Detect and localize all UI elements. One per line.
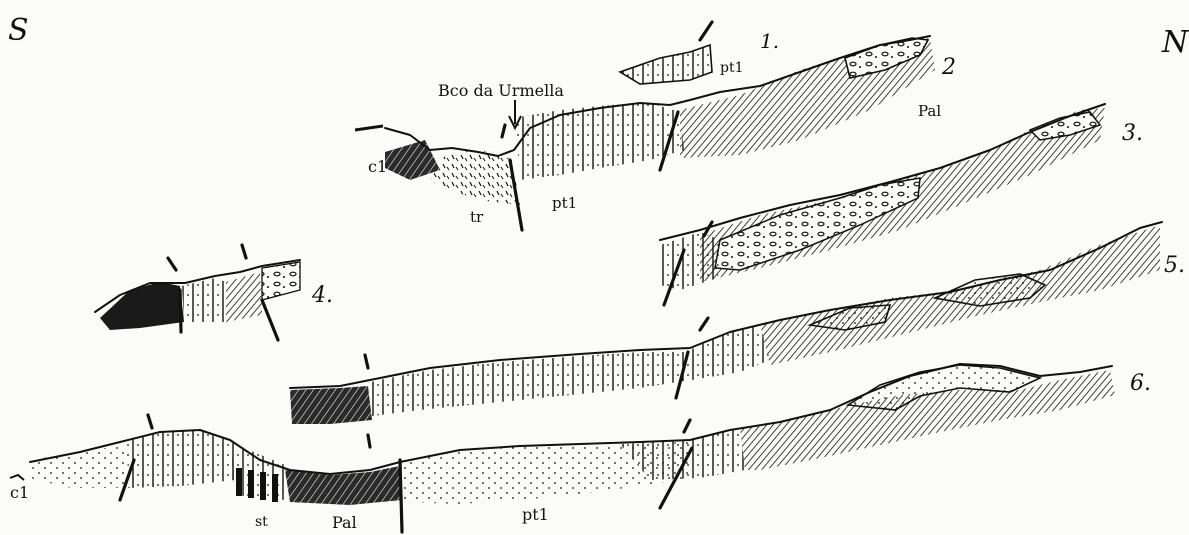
profile-5-transition	[690, 325, 770, 380]
profile-6-fault-d	[368, 435, 370, 447]
profile-1-unit-pt1: pt1	[720, 60, 744, 76]
profile-6-fault-c	[400, 460, 402, 532]
profile-1-number: 1.	[760, 29, 779, 53]
profile-4-pebble-unit	[262, 262, 300, 300]
profile-4-vert-unit	[182, 278, 226, 322]
profile-1-fault-c	[700, 22, 712, 40]
profile-6-number: 6.	[1130, 371, 1151, 396]
unit-label-pal-lower: Pal	[332, 513, 357, 532]
profile-1-pt1-body	[515, 103, 684, 180]
profile-5-left-dark	[290, 386, 372, 424]
locality-label: Bco da Urmella	[438, 81, 564, 100]
profile-5-number: 5.	[1164, 253, 1185, 278]
unit-label-c1-lower: c1	[10, 483, 29, 502]
profile-4-number: 4.	[311, 283, 333, 308]
profile-4-fault-a	[168, 258, 176, 270]
profile-4-fault-d	[262, 300, 278, 340]
north-label: N	[1161, 25, 1189, 60]
profile-4	[95, 245, 300, 340]
unit-label-pt1-lower: pt1	[522, 505, 549, 524]
profile-3-lower-pt1	[660, 232, 720, 290]
profile-4-black-unit	[100, 282, 184, 330]
profile-4-hatch-unit	[226, 272, 262, 322]
profile-6-vert-hill	[125, 430, 235, 488]
profile-2-number: 2	[941, 55, 956, 80]
profile-1-tr-body	[430, 150, 520, 205]
unit-label-st: st	[255, 514, 268, 530]
profile-3-number: 3.	[1122, 121, 1143, 146]
unit-label-pt1-upper: pt1	[552, 194, 577, 212]
profile-5-fault-b	[700, 318, 708, 330]
profile-1-fault-d	[502, 125, 505, 137]
profile-6-fault-b	[148, 415, 152, 428]
profile-4-fault-b	[180, 290, 181, 332]
unit-label-tr: tr	[470, 208, 484, 226]
profile-5-fault-c	[365, 355, 368, 368]
unit-label-c1-upper: c1	[368, 157, 387, 176]
profile-1-c1-dark-band	[385, 140, 440, 180]
profile-1-upper-outcrop	[620, 45, 712, 84]
profile-5-pt1-body	[370, 352, 690, 416]
profile-4-fault-c	[242, 245, 246, 258]
south-label: S	[8, 13, 29, 48]
profile-1-unit-pal: Pal	[918, 102, 941, 120]
profile-6-fault-f	[684, 420, 690, 432]
profile-1-left-tick	[355, 126, 383, 130]
profile-6-left-mark	[10, 475, 24, 480]
